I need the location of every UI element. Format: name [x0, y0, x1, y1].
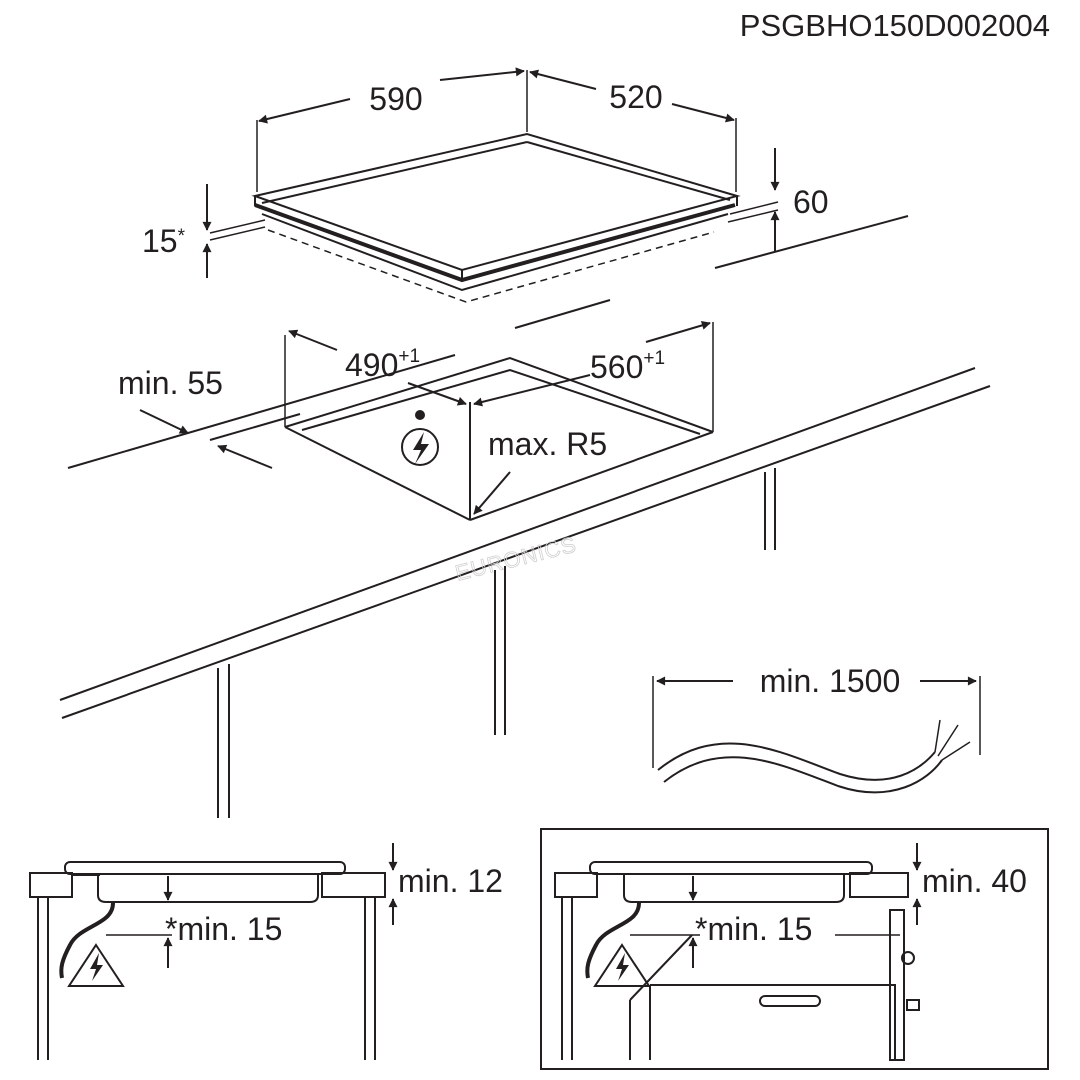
edge-gap-label: 15*: [142, 223, 186, 259]
right-gap-top-label: min. 40: [922, 863, 1027, 899]
cable-drawing: [652, 676, 981, 794]
section-right-drawing: [554, 861, 920, 1061]
hob-drawing: [209, 70, 779, 303]
corner-radius-label: max. R5: [488, 426, 607, 462]
right-gap-bottom-label: *min. 15: [695, 911, 812, 947]
document-code: PSGBHO150D002004: [740, 8, 1050, 43]
worktop-drawing: [59, 215, 991, 818]
cutout-width-label: 490+1: [345, 346, 420, 383]
watermark: EURONICS: [453, 531, 579, 585]
electric-hazard-icon: [401, 410, 439, 466]
left-gap-bottom-label: *min. 15: [165, 911, 282, 947]
hob-height-label: 60: [793, 184, 829, 220]
hob-width-label: 590: [369, 81, 422, 117]
cutout-depth-label: 560+1: [590, 348, 665, 385]
right-warning-triangle-icon: [593, 943, 651, 987]
section-left-drawing: [29, 861, 386, 1060]
section-right-frame: [540, 828, 1049, 1070]
cable-length-label: min. 1500: [760, 663, 901, 699]
front-margin-label: min. 55: [118, 365, 223, 401]
left-warning-triangle-icon: [67, 943, 125, 987]
left-gap-top-label: min. 12: [398, 863, 503, 899]
hob-depth-label: 520: [609, 79, 662, 115]
